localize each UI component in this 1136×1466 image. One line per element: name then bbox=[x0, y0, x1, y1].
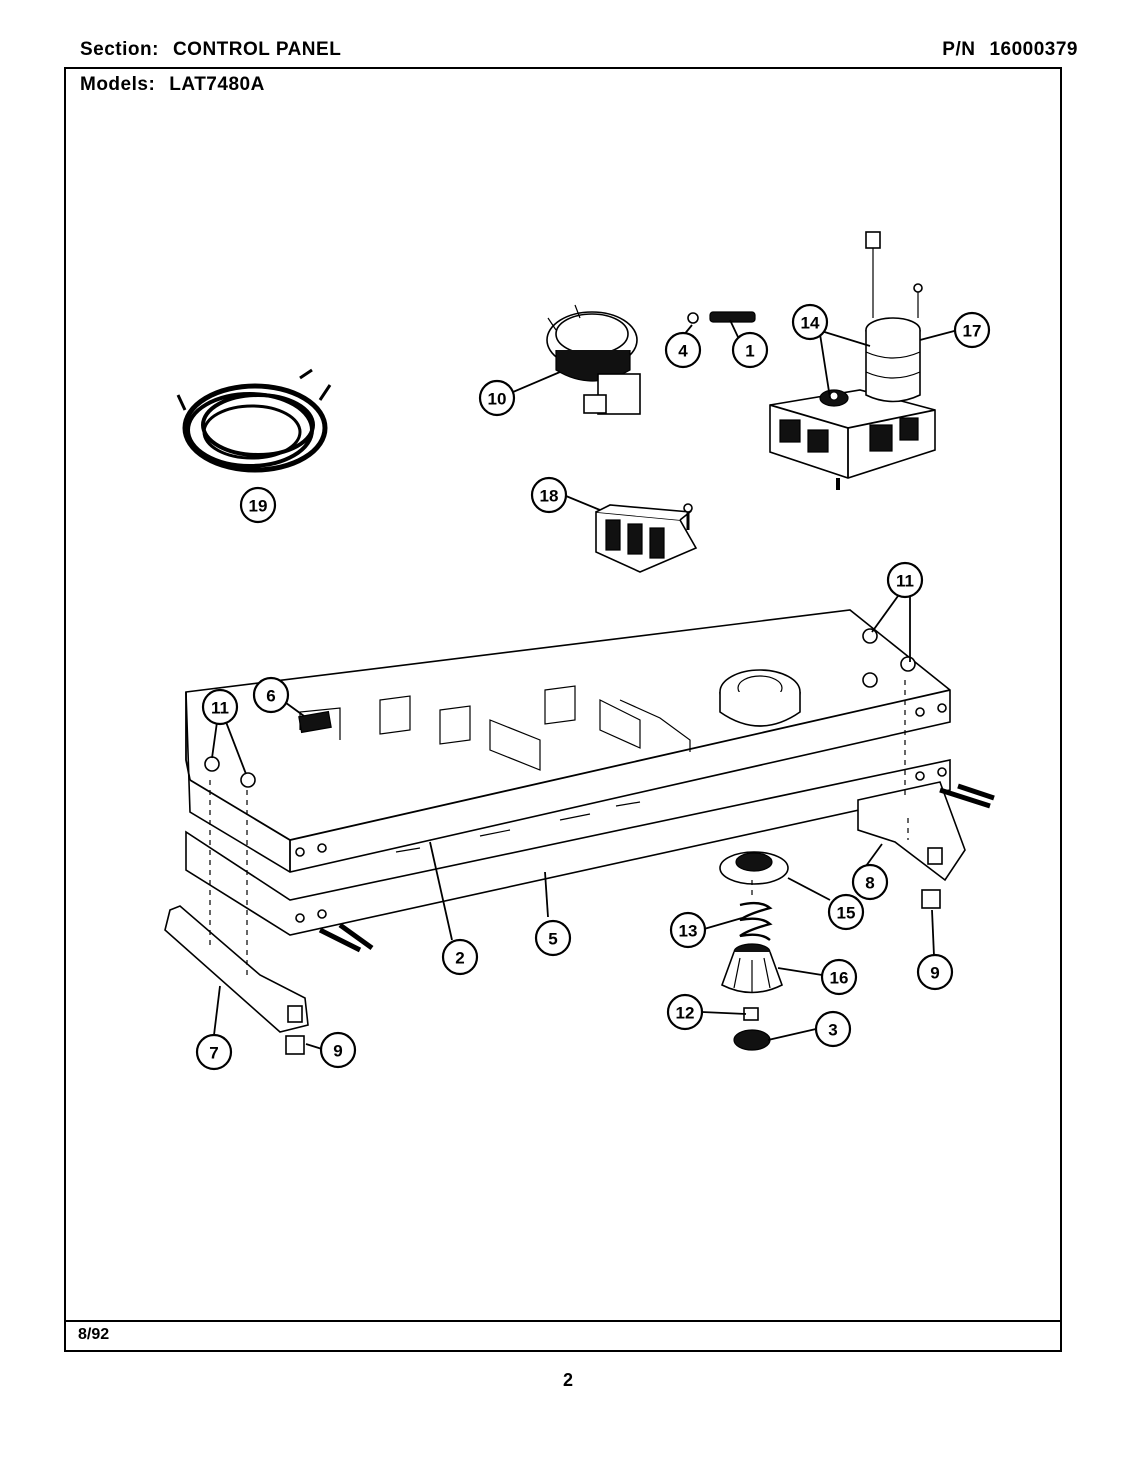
screw-and-nut-illustration bbox=[687, 311, 756, 324]
motor-unit-illustration bbox=[546, 304, 641, 415]
callout-1: 1 bbox=[731, 331, 769, 369]
callout-9-right: 9 bbox=[916, 953, 954, 991]
callout-1-label: 1 bbox=[745, 342, 754, 361]
revision-date: 8/92 bbox=[78, 1326, 110, 1343]
callout-14: 14 bbox=[791, 303, 829, 341]
callout-14-label: 14 bbox=[801, 314, 820, 333]
section-value: CONTROL PANEL bbox=[172, 39, 342, 60]
callout-2: 2 bbox=[441, 938, 479, 976]
callout-13: 13 bbox=[669, 911, 707, 949]
callout-12: 12 bbox=[666, 993, 704, 1031]
models-key: Models: bbox=[80, 74, 156, 95]
callout-12-label: 12 bbox=[676, 1004, 695, 1023]
page-number: 2 bbox=[562, 1370, 573, 1390]
callout-13-label: 13 bbox=[679, 922, 698, 941]
callout-11-left: 11 bbox=[201, 688, 239, 726]
callout-17-label: 17 bbox=[963, 322, 982, 341]
callout-3-label: 3 bbox=[828, 1021, 837, 1040]
callout-10: 10 bbox=[478, 379, 516, 417]
section-key: Section: bbox=[80, 39, 159, 60]
section-header: Section: CONTROL PANEL bbox=[80, 39, 341, 61]
small-parts-illustration bbox=[204, 628, 995, 1055]
models-header: Models: LAT7480A bbox=[80, 74, 265, 96]
footer-divider bbox=[64, 1320, 1062, 1322]
callout-19-label: 19 bbox=[249, 497, 268, 516]
callout-3: 3 bbox=[814, 1010, 852, 1048]
timer-assembly-illustration bbox=[769, 231, 936, 490]
callout-11-right-label: 11 bbox=[896, 572, 914, 591]
callout-19: 19 bbox=[239, 486, 277, 524]
callout-16: 16 bbox=[820, 958, 858, 996]
callout-5: 5 bbox=[534, 919, 572, 957]
callout-5-label: 5 bbox=[548, 930, 557, 949]
part-number-header: P/N 16000379 bbox=[942, 39, 1078, 61]
leader-lines bbox=[211, 319, 959, 1050]
callout-18-label: 18 bbox=[540, 487, 559, 506]
control-panel-bracket-illustration bbox=[185, 609, 951, 873]
callout-2-label: 2 bbox=[455, 949, 464, 968]
callout-6-label: 6 bbox=[266, 687, 275, 706]
callout-8: 8 bbox=[851, 863, 889, 901]
callout-4: 4 bbox=[664, 331, 702, 369]
callout-17: 17 bbox=[953, 311, 991, 349]
callout-11-left-label: 11 bbox=[211, 699, 229, 718]
callout-7-label: 7 bbox=[209, 1044, 218, 1063]
callout-7: 7 bbox=[195, 1033, 233, 1071]
callout-9-left: 9 bbox=[319, 1031, 357, 1069]
lower-panel-illustration bbox=[185, 759, 951, 936]
callout-4-label: 4 bbox=[678, 342, 688, 361]
terminal-block-illustration bbox=[595, 503, 698, 573]
wire-harness-illustration bbox=[176, 368, 332, 473]
right-bracket-illustration bbox=[857, 781, 966, 882]
left-bracket-illustration bbox=[164, 905, 309, 1033]
diagram-frame bbox=[64, 67, 1062, 1352]
callout-15: 15 bbox=[827, 893, 865, 931]
callout-9-right-label: 9 bbox=[930, 964, 939, 983]
models-value: LAT7480A bbox=[169, 74, 265, 95]
callout-8-label: 8 bbox=[865, 874, 874, 893]
pn-value: 16000379 bbox=[989, 39, 1078, 60]
callout-15-label: 15 bbox=[837, 904, 856, 923]
callout-16-label: 16 bbox=[830, 969, 849, 988]
callout-10-label: 10 bbox=[488, 390, 507, 409]
callout-18: 18 bbox=[530, 476, 568, 514]
pn-key: P/N bbox=[942, 39, 976, 60]
callout-9-left-label: 9 bbox=[333, 1042, 342, 1061]
callout-6: 6 bbox=[252, 676, 290, 714]
callout-11-right: 11 bbox=[886, 561, 924, 599]
